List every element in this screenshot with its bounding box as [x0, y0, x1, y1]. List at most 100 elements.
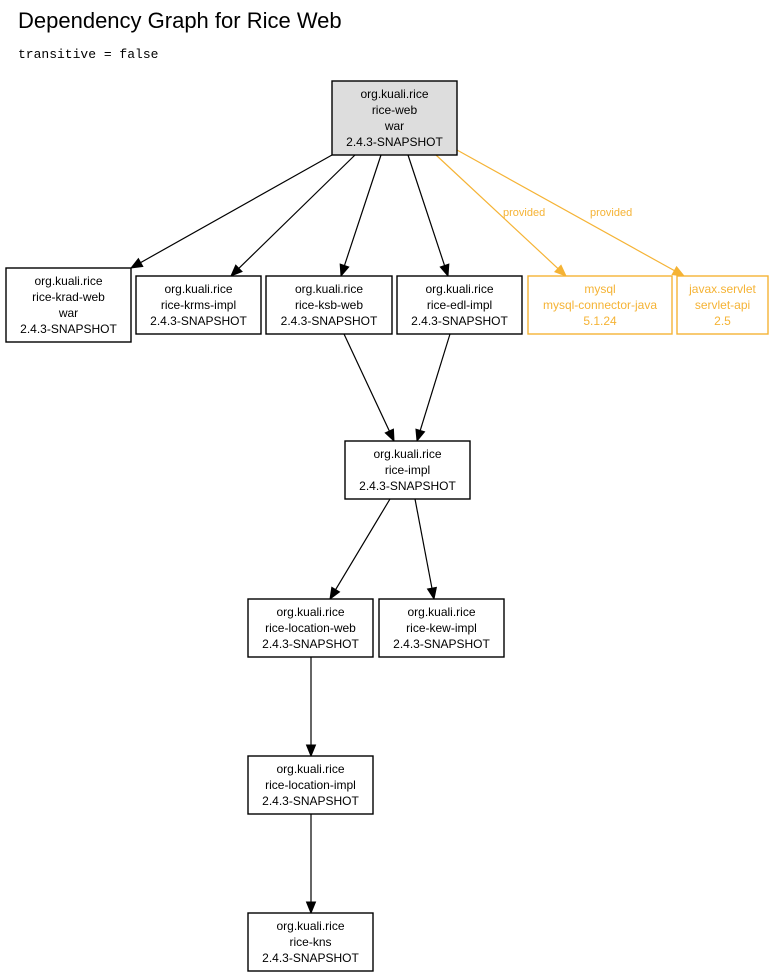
- edge-line: [335, 498, 391, 590]
- node-label-line: 2.4.3-SNAPSHOT: [262, 794, 359, 808]
- node-box: [396, 275, 523, 335]
- edge-line: [414, 498, 433, 589]
- node-box: [247, 598, 374, 658]
- node-label-line: 2.4.3-SNAPSHOT: [20, 322, 117, 336]
- node-label-line: 2.4.3-SNAPSHOT: [346, 135, 443, 149]
- node-box: [527, 275, 673, 335]
- node-label-line: 2.4.3-SNAPSHOT: [411, 314, 508, 328]
- node-label-line: org.kuali.rice: [276, 605, 344, 619]
- node-label-line: war: [384, 119, 404, 133]
- edge-label: provided: [590, 207, 632, 219]
- edge-line: [407, 154, 446, 266]
- node-label-line: 2.4.3-SNAPSHOT: [150, 314, 247, 328]
- page-title: Dependency Graph for Rice Web: [18, 8, 342, 33]
- edge-line: [435, 154, 559, 269]
- edge-line: [419, 333, 451, 431]
- node-label-line: 2.4.3-SNAPSHOT: [281, 314, 378, 328]
- node-label-line: rice-location-impl: [265, 778, 356, 792]
- node-box: [5, 267, 132, 343]
- node-box: [135, 275, 262, 335]
- node-label-line: org.kuali.rice: [164, 282, 232, 296]
- node-label-line: org.kuali.rice: [276, 762, 344, 776]
- arrowhead: [339, 263, 350, 278]
- arrowhead: [305, 744, 317, 758]
- nodes-layer: org.kuali.ricerice-webwar2.4.3-SNAPSHOTo…: [5, 80, 769, 972]
- node-label-line: javax.servlet: [688, 282, 756, 296]
- arrowhead: [426, 586, 438, 601]
- edge-rice-web-to-rice-ksb-web: [339, 154, 382, 278]
- edge-rice-ksb-web-to-rice-impl: [343, 333, 395, 443]
- edge-rice-web-to-rice-krad-web: [129, 154, 333, 269]
- node-rice-edl-impl[interactable]: org.kuali.rice rice-edl-impl 2.4.3-SNAPSHO…: [396, 275, 523, 335]
- node-label-line: war: [58, 306, 78, 320]
- node-label-line: org.kuali.rice: [360, 87, 428, 101]
- node-label-line: org.kuali.rice: [407, 605, 475, 619]
- node-label-line: org.kuali.rice: [373, 447, 441, 461]
- edge-line: [456, 149, 675, 272]
- node-label-line: mysql-connector-java: [543, 298, 657, 312]
- node-label-line: rice-edl-impl: [427, 298, 492, 312]
- node-label-line: 2.4.3-SNAPSHOT: [262, 637, 359, 651]
- edge-line: [238, 154, 356, 269]
- node-label-line: rice-kns: [289, 935, 331, 949]
- edge-rice-location-impl-to-rice-kns: [305, 814, 317, 915]
- node-rice-kew-impl[interactable]: org.kuali.rice rice-kew-impl 2.4.3-SNAPSHO…: [378, 598, 505, 658]
- arrowhead: [305, 901, 317, 915]
- node-label-line: org.kuali.rice: [425, 282, 493, 296]
- edge-rice-web-to-rice-edl-impl: [407, 154, 450, 278]
- node-label-line: rice-ksb-web: [295, 298, 363, 312]
- node-label-line: mysql: [584, 282, 615, 296]
- node-label-line: rice-kew-impl: [406, 621, 477, 635]
- arrowhead: [439, 263, 450, 278]
- arrowhead: [129, 257, 144, 269]
- arrowhead: [554, 264, 567, 277]
- node-rice-krad-web[interactable]: org.kuali.rice rice-krad-web war 2.4.3-SNAP…: [5, 267, 132, 343]
- node-rice-web[interactable]: org.kuali.rice rice-web war 2.4.3-SNAPSHOT: [331, 80, 458, 156]
- node-box: [378, 598, 505, 658]
- node-rice-krms-impl[interactable]: org.kuali.rice rice-krms-impl 2.4.3-SNAPSH…: [135, 275, 262, 335]
- node-label-line: org.kuali.rice: [34, 274, 102, 288]
- arrowhead: [415, 428, 426, 443]
- edge-rice-web-to-rice-krms-impl: [230, 154, 356, 277]
- edge-line: [343, 154, 382, 266]
- node-box: [247, 912, 374, 972]
- node-servlet-api[interactable]: javax.servlet servlet-api 2.5: [676, 275, 769, 335]
- edge-rice-web-to-servlet-api: provided: [456, 149, 686, 277]
- arrowhead: [329, 586, 341, 601]
- node-rice-ksb-web[interactable]: org.kuali.rice rice-ksb-web 2.4.3-SNAPSHOT: [265, 275, 393, 335]
- node-label-line: rice-krms-impl: [161, 298, 236, 312]
- node-label-line: 2.4.3-SNAPSHOT: [359, 479, 456, 493]
- node-box: [344, 440, 471, 500]
- page-subtitle: transitive = false: [18, 47, 159, 62]
- edge-rice-impl-to-rice-location-web: [329, 498, 391, 601]
- edges-layer: provided provided: [129, 149, 686, 915]
- node-rice-location-web[interactable]: org.kuali.rice rice-location-web 2.4.3-SNA…: [247, 598, 374, 658]
- node-label-line: rice-impl: [385, 463, 430, 477]
- node-box: [331, 80, 458, 156]
- node-label-line: 5.1.24: [583, 314, 617, 328]
- node-box: [265, 275, 393, 335]
- node-label-line: org.kuali.rice: [276, 919, 344, 933]
- node-rice-location-impl[interactable]: org.kuali.rice rice-location-impl 2.4.3-SN…: [247, 755, 374, 815]
- edge-rice-web-to-mysql-connector-java: provided: [435, 154, 567, 277]
- arrowhead: [384, 428, 395, 443]
- node-label-line: org.kuali.rice: [295, 282, 363, 296]
- arrowhead: [671, 265, 686, 277]
- edge-label: provided: [503, 207, 545, 219]
- node-rice-kns[interactable]: org.kuali.rice rice-kns 2.4.3-SNAPSHOT: [247, 912, 374, 972]
- node-label-line: servlet-api: [695, 298, 750, 312]
- node-label-line: 2.5: [714, 314, 731, 328]
- node-label-line: rice-location-web: [265, 621, 356, 635]
- node-label-line: 2.4.3-SNAPSHOT: [393, 637, 490, 651]
- node-label-line: 2.4.3-SNAPSHOT: [262, 951, 359, 965]
- node-label-line: rice-krad-web: [32, 290, 105, 304]
- edge-line: [343, 333, 390, 432]
- node-label-line: rice-web: [372, 103, 418, 117]
- edge-rice-edl-impl-to-rice-impl: [415, 333, 451, 443]
- node-rice-impl[interactable]: org.kuali.rice rice-impl 2.4.3-SNAPSHOT: [344, 440, 471, 500]
- edge-rice-location-web-to-rice-location-impl: [305, 657, 317, 758]
- arrowhead: [230, 264, 243, 277]
- edge-rice-impl-to-rice-kew-impl: [414, 498, 438, 601]
- node-mysql-connector-java[interactable]: mysql mysql-connector-java 5.1.24: [527, 275, 673, 335]
